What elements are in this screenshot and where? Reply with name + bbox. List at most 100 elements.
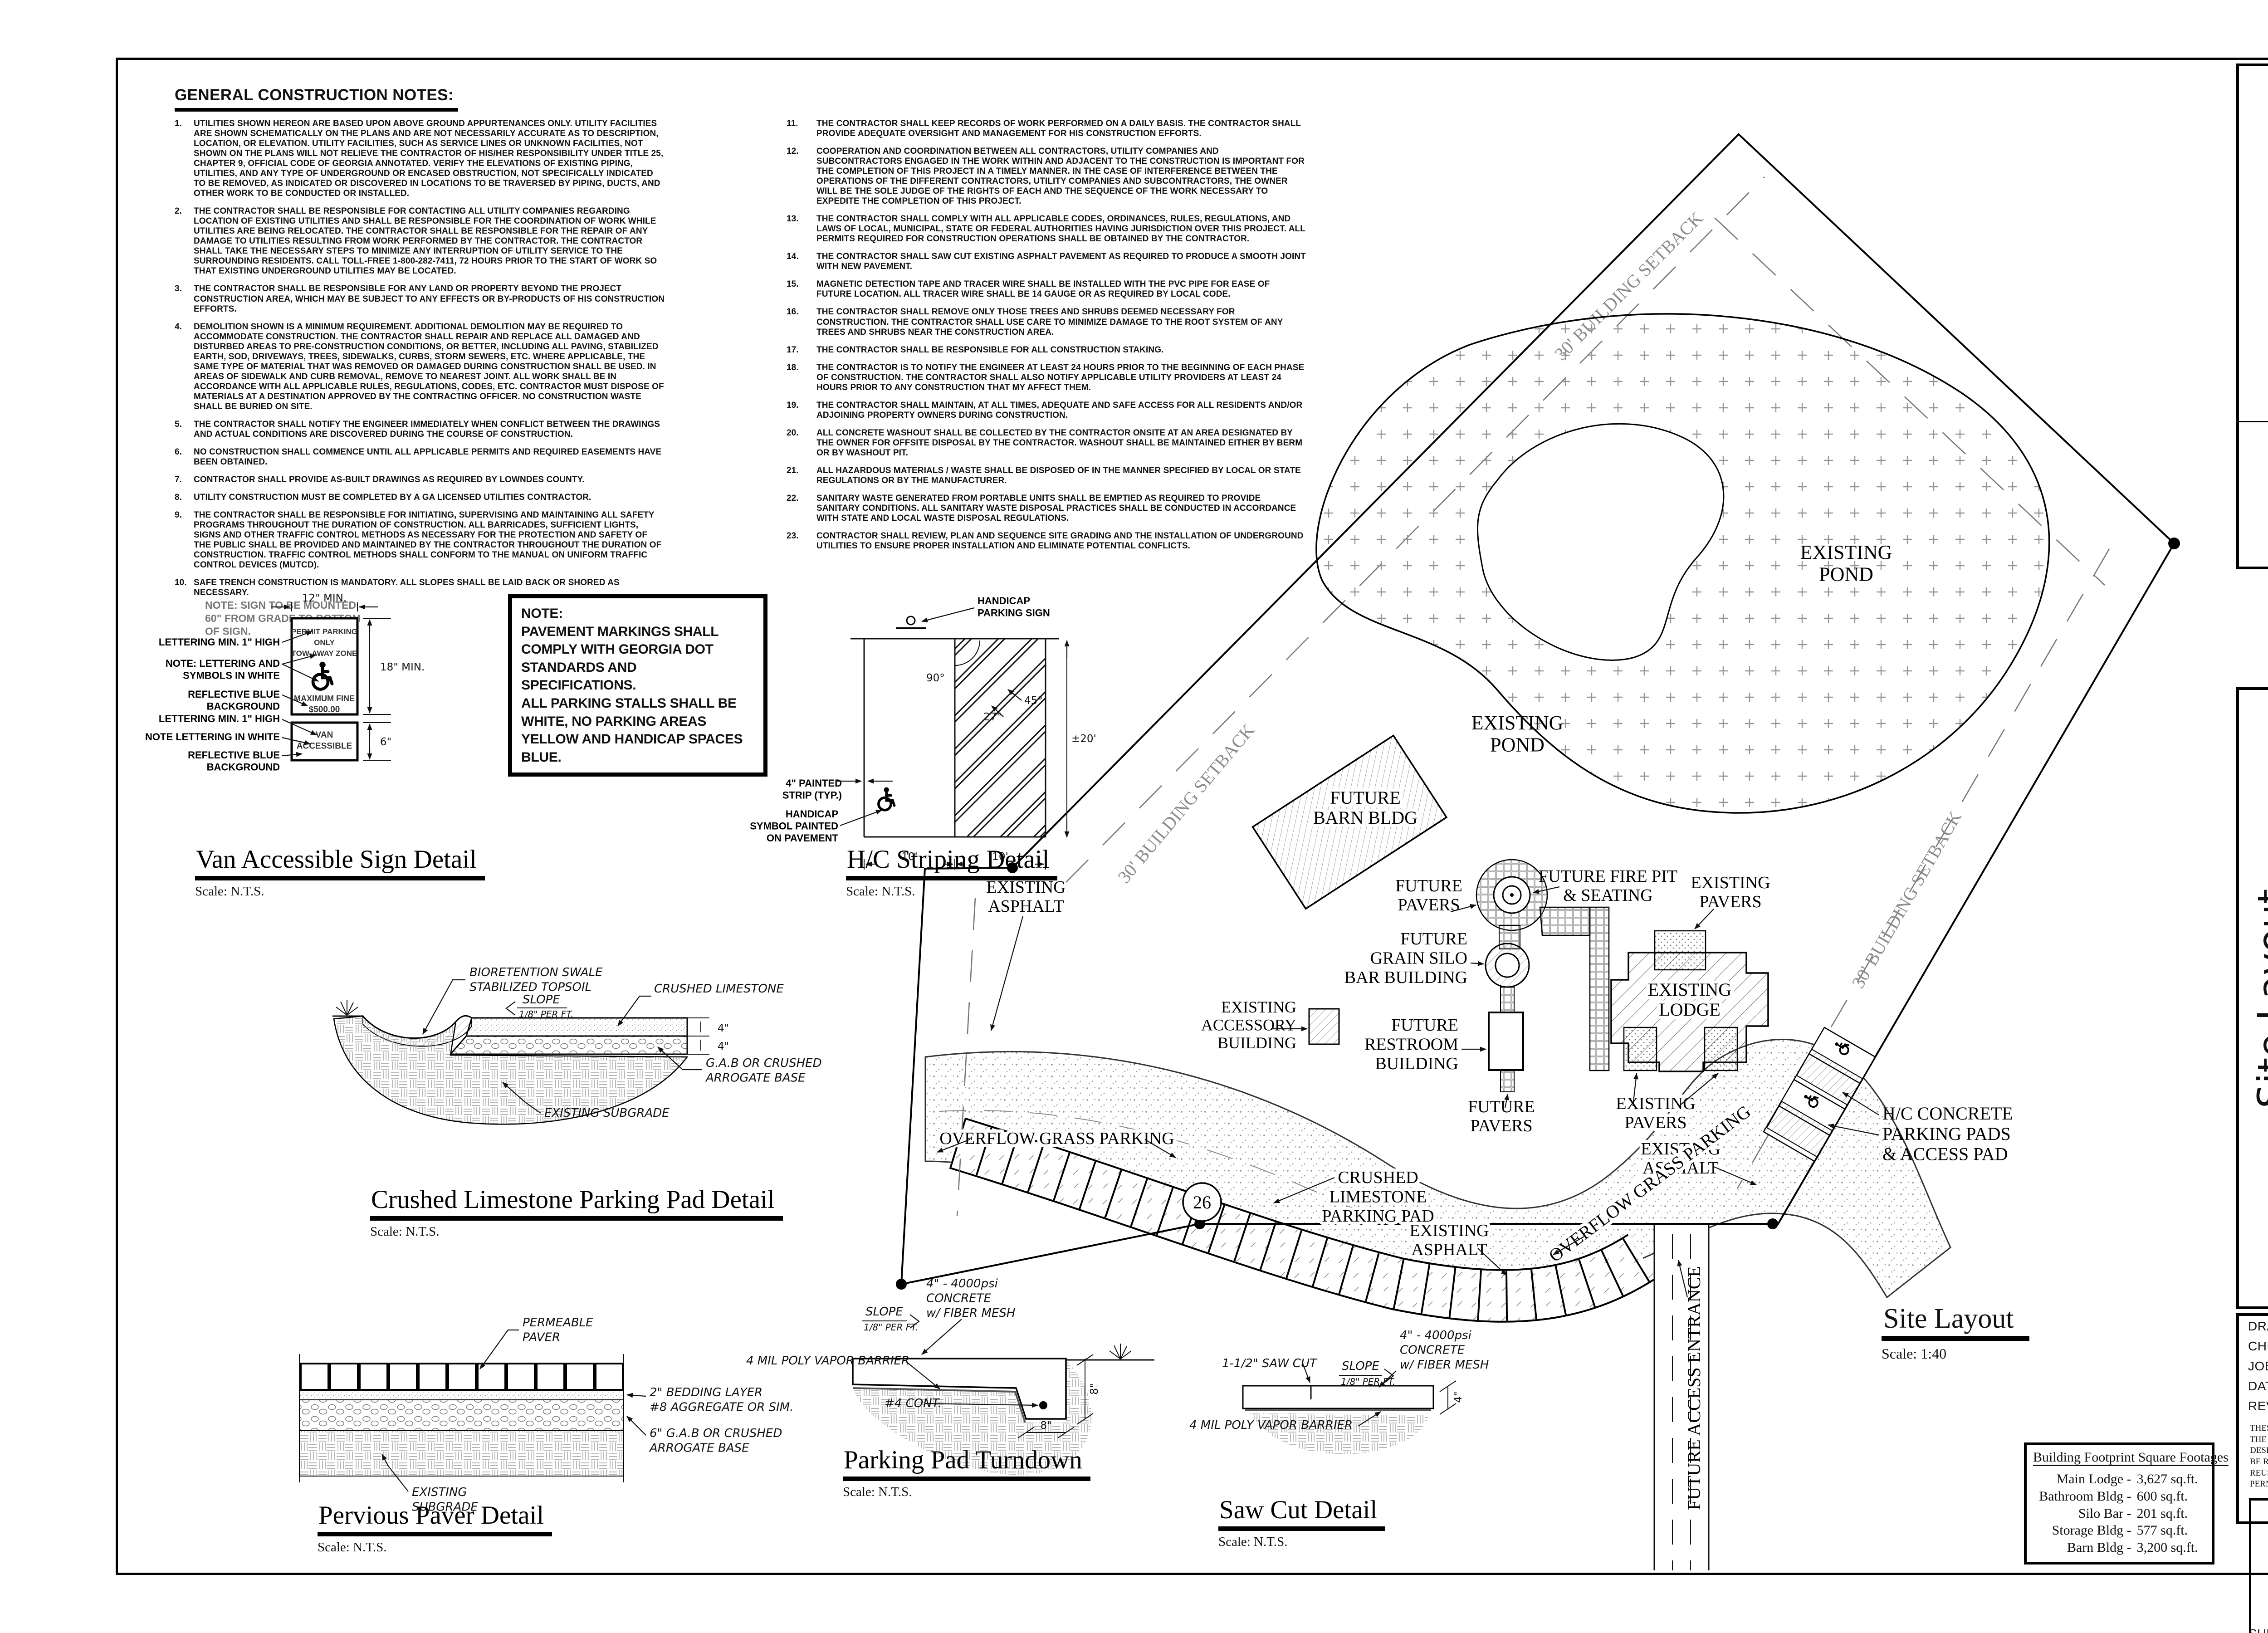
sheet-border	[116, 58, 2268, 1575]
checked-row: CHECKEDJDH	[2248, 1339, 2268, 1353]
note-item: 8.UTILITY CONSTRUCTION MUST BE COMPLETED…	[175, 493, 591, 502]
dim-stall2: 10'	[992, 851, 1008, 863]
note-item: 4.DEMOLITION SHOWN IS A MINIMUM REQUIREM…	[175, 322, 664, 411]
project-line-1: Site Layout	[2249, 888, 2268, 1108]
dim-12in: 12" MIN.	[302, 592, 347, 604]
pervious-title: Pervious Paver Detail	[318, 1501, 552, 1536]
note-item: 16.THE CONTRACTOR SHALL REMOVE ONLY THOS…	[787, 307, 1283, 337]
lbl-slope2-t: 1/8" PER FT.	[864, 1322, 918, 1333]
lbl-vapor-s: 4 MIL POLY VAPOR BARRIER	[1189, 1418, 1353, 1432]
lbl-slope-t: SLOPE	[865, 1305, 903, 1319]
boundary-corner-dots	[896, 538, 2180, 1290]
sign1-fine1: MAXIMUM FINE	[294, 694, 355, 703]
sawcut-subgrade	[1250, 1413, 1429, 1454]
table-row: Bathroom Bldg -600 sq.ft.	[2039, 1488, 2188, 1504]
note-item: 6.NO CONSTRUCTION SHALL COMMENCE UNTIL A…	[175, 447, 662, 467]
turndown-title: Parking Pad Turndown	[843, 1445, 1090, 1481]
future-grain-silo	[1485, 943, 1530, 988]
notes-header: GENERAL CONSTRUCTION NOTES:	[175, 86, 458, 112]
notes-column-1: 1.UTILITIES SHOWN HEREON ARE BASED UPON …	[175, 119, 667, 606]
grass-symbol	[1109, 1344, 1132, 1359]
lbl-slope2-s: 1/8" PER FT.	[1341, 1376, 1395, 1387]
paver-blocks	[300, 1363, 624, 1391]
turndown-title-block: Parking Pad Turndown Scale: N.T.S.	[843, 1445, 1090, 1500]
note-item: 20.ALL CONCRETE WASHOUT SHALL BE COLLECT…	[787, 428, 1303, 458]
drawing-number: C-1.1	[2251, 1532, 2268, 1626]
sheet-of-row: SHEET 1 OF 1	[2248, 1627, 2268, 1633]
table-row: Storage Bldg -577 sq.ft.	[2052, 1523, 2188, 1538]
lbl-sawcut: 1-1/2" SAW CUT	[1222, 1357, 1318, 1370]
dim-8in-width: 8"	[1040, 1420, 1051, 1432]
titleblock-project-box: Site Layout for Oak Grove	[2236, 687, 2268, 1309]
bedding-layer	[299, 1389, 624, 1400]
dim-stall1: 10'	[901, 851, 918, 863]
access-entrance-label: FUTURE ACCESS ENTRANCE	[1684, 1266, 1704, 1510]
note-item: 14.THE CONTRACTOR SHALL SAW CUT EXISTING…	[787, 252, 1306, 272]
lbl-slope-s: SLOPE	[1342, 1359, 1379, 1373]
dim-4in-s: 4"	[1452, 1391, 1464, 1403]
svg-text:26: 26	[1193, 1192, 1211, 1213]
dim-4in-base: 4"	[718, 1041, 729, 1052]
footprint-table: Building Footprint Square Footages Main …	[2024, 1442, 2229, 1565]
setback-label-3: 30' BUILDING SETBACK	[1848, 807, 1965, 992]
note-item: 23.CONTRACTOR SHALL REVIEW, PLAN AND SEQ…	[787, 531, 1304, 551]
turndown-subgrade	[853, 1360, 1092, 1475]
hc-striping-scale: Scale: N.T.S.	[846, 884, 915, 899]
pervious-scale: Scale: N.T.S.	[318, 1540, 387, 1555]
rebar-dot	[1039, 1401, 1047, 1409]
lbl-vapor-t: 4 MIL POLY VAPOR BARRIER	[746, 1354, 909, 1368]
van-sign-title-block: Van Accessible Sign Detail Scale: N.T.S.	[195, 845, 485, 899]
note-item: 3.THE CONTRACTOR SHALL BE RESPONSIBLE FO…	[175, 284, 665, 314]
turndown-scale: Scale: N.T.S.	[843, 1485, 912, 1499]
property-boundary	[900, 133, 2175, 1286]
dim-18in: 18" MIN.	[380, 661, 425, 673]
striped-no-parking-area	[955, 639, 1046, 837]
notes-column-2: 11.THE CONTRACTOR SHALL KEEP RECORDS OF …	[785, 119, 1306, 559]
note-item: 9.THE CONTRACTOR SHALL BE RESPONSIBLE FO…	[175, 510, 662, 570]
note-item: 19.THE CONTRACTOR SHALL MAINTAIN, AT ALL…	[787, 400, 1303, 420]
table-row: Silo Bar -201 sq.ft.	[2078, 1506, 2188, 1521]
handicap-sign-symbol	[906, 616, 916, 626]
sawcut-title: Saw Cut Detail	[1218, 1495, 1386, 1531]
note-item: 18.THE CONTRACTOR IS TO NOTIFY THE ENGIN…	[787, 362, 1305, 392]
project-title: Site Layout for Oak Grove	[2249, 726, 2268, 1271]
lbl-slope: SLOPE	[523, 993, 560, 1007]
lbl-white2: NOTE LETTERING IN WHITE	[145, 731, 280, 743]
limestone-title: Crushed Limestone Parking Pad Detail	[370, 1185, 783, 1221]
parking-count-bubble: 26	[1182, 1182, 1222, 1222]
note-item: 15.MAGNETIC DETECTION TAPE AND TRACER WI…	[787, 279, 1270, 299]
notes-title: GENERAL CONSTRUCTION NOTES:	[175, 86, 458, 112]
pavement-note-heading: NOTE:	[521, 606, 563, 621]
logo-area: YELLOW PILLAR YELLOW PILLAR DESIGNS	[2239, 397, 2268, 567]
sign1-line3: TOW-AWAY ZONE	[292, 649, 357, 658]
note-item: 11.THE CONTRACTOR SHALL KEEP RECORDS OF …	[787, 119, 1301, 139]
table-row: Main Lodge -3,627 sq.ft.	[2056, 1472, 2198, 1486]
pervious-title-block: Pervious Paver Detail Scale: N.T.S.	[318, 1501, 552, 1555]
sawcut-slab	[1242, 1385, 1434, 1409]
lbl-limestone: CRUSHED LIMESTONE	[654, 982, 784, 996]
